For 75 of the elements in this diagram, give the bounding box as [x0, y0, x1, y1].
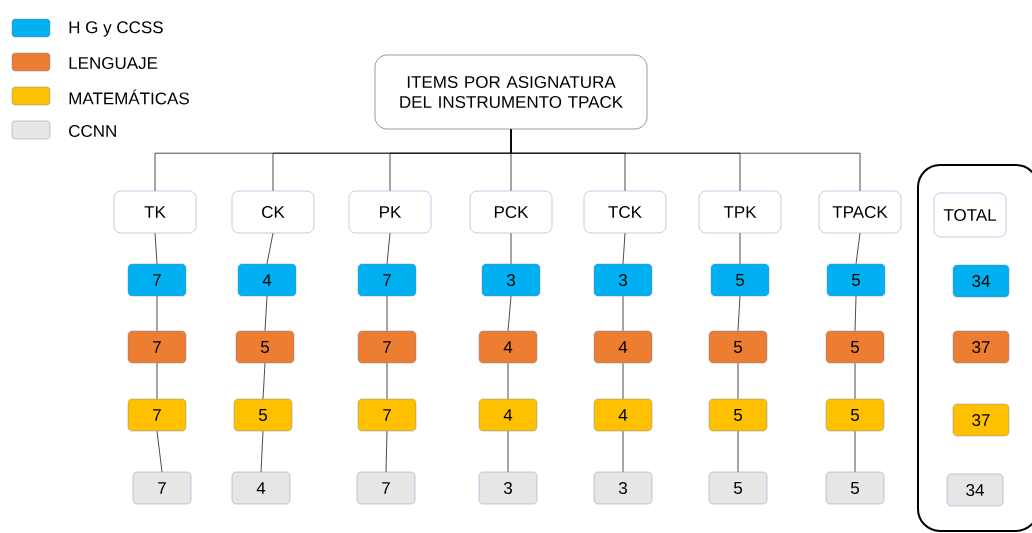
- legend-label: CCNN: [69, 125, 116, 138]
- connector-line: [854, 362, 856, 400]
- connector-line: [737, 430, 739, 473]
- category-box: TK: [113, 190, 197, 234]
- count-box: 37: [952, 330, 1010, 364]
- count-box: 5: [826, 263, 886, 297]
- connector-line: [156, 362, 158, 400]
- count-box: 4: [593, 398, 653, 432]
- connector-line: [510, 128, 861, 192]
- category-box: PCK: [469, 190, 553, 234]
- connector-line: [854, 295, 857, 332]
- connector-line: [739, 232, 741, 265]
- connector-line: [737, 295, 741, 332]
- count-box: 5: [233, 398, 293, 432]
- count-box: 5: [708, 330, 768, 364]
- count-box: 3: [478, 471, 538, 505]
- connector-line: [266, 232, 274, 265]
- count-box: 7: [356, 471, 416, 505]
- category-box: TPK: [698, 190, 782, 234]
- connector-line: [622, 295, 624, 332]
- legend-label: H G y CCSS: [69, 21, 163, 37]
- count-box: 5: [825, 471, 885, 505]
- connector-line: [386, 295, 388, 332]
- legend-label: LENGUAJE: [69, 57, 158, 70]
- connector-line: [386, 232, 391, 265]
- category-box: TCK: [583, 190, 667, 234]
- count-box: 7: [127, 398, 187, 432]
- count-box: 7: [357, 330, 417, 364]
- count-box: 4: [478, 330, 538, 364]
- connector-line: [260, 430, 264, 473]
- connector-line: [262, 362, 266, 400]
- connector-line: [154, 232, 158, 265]
- connector-line: [507, 430, 509, 473]
- count-box: 5: [235, 330, 295, 364]
- connector-line: [385, 430, 388, 473]
- count-box: 3: [593, 471, 653, 505]
- count-box: 3: [593, 263, 653, 297]
- category-box: PK: [348, 190, 432, 234]
- connector-line: [622, 232, 626, 265]
- category-box: CK: [231, 190, 315, 234]
- count-box: 4: [231, 471, 291, 505]
- count-box: 5: [825, 330, 885, 364]
- connector-line: [156, 430, 163, 473]
- count-box: 5: [708, 398, 768, 432]
- count-box: 34: [946, 473, 1004, 507]
- count-box: 34: [952, 264, 1010, 298]
- count-box: 7: [127, 263, 187, 297]
- connector-line: [386, 362, 388, 400]
- connector-line: [264, 295, 268, 332]
- count-box: 5: [708, 471, 768, 505]
- count-box: 7: [357, 263, 417, 297]
- category-box: TPACK: [818, 190, 902, 234]
- category-box: TOTAL: [933, 192, 1007, 238]
- connector-line: [737, 362, 739, 400]
- count-box: 4: [478, 398, 538, 432]
- connector-line: [156, 295, 158, 332]
- connector-line: [507, 295, 512, 332]
- count-box: 7: [132, 471, 192, 505]
- count-box: 4: [593, 330, 653, 364]
- connector-line: [855, 232, 861, 265]
- connector-line: [854, 430, 856, 473]
- count-box: 5: [710, 263, 770, 297]
- title-box: ITEMS POR ASIGNATURA DEL INSTRUMENTO TPACK: [374, 54, 648, 130]
- count-box: 5: [825, 398, 885, 432]
- total-panel: [917, 164, 1032, 532]
- count-box: 3: [481, 263, 541, 297]
- connector-line: [622, 362, 624, 400]
- count-box: 37: [952, 403, 1010, 437]
- connector-line: [622, 430, 624, 473]
- connector-line: [510, 232, 512, 265]
- count-box: 4: [237, 263, 297, 297]
- count-box: 7: [357, 398, 417, 432]
- count-box: 7: [127, 330, 187, 364]
- legend-label: MATEMÁTICAS: [69, 89, 189, 105]
- connector-line: [507, 362, 509, 400]
